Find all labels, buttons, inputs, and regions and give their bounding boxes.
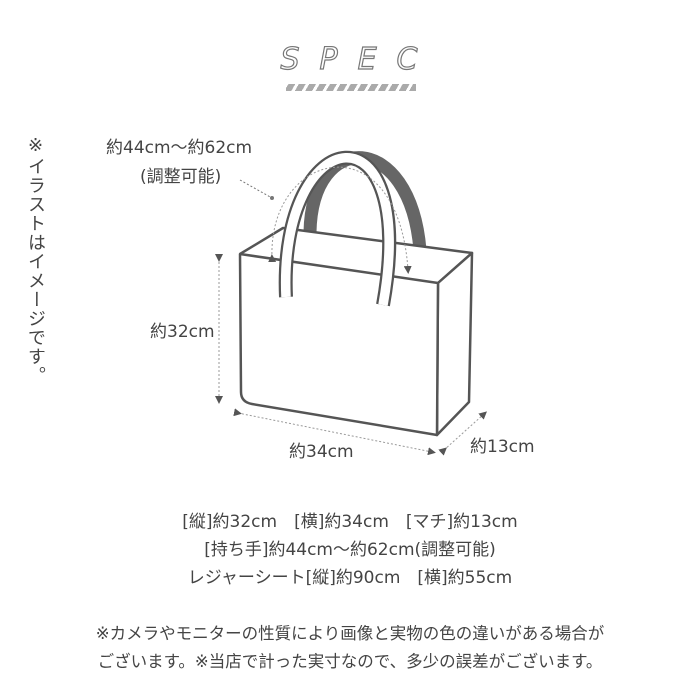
- disclaimer-line-1: ※カメラやモニターの性質により画像と実物の色の違いがある場合が: [95, 624, 605, 643]
- title-underline-stripe: [286, 84, 416, 91]
- disclaimer: ※カメラやモニターの性質により画像と実物の色の違いがある場合が ございます。※当…: [0, 620, 700, 676]
- bag-front: [238, 252, 440, 437]
- handle-leader-line: [239, 179, 273, 199]
- illustration-note: ※イラストはイメージです。: [25, 135, 46, 385]
- height-label: 約32cm: [150, 322, 215, 342]
- width-dimension-line: [233, 408, 436, 456]
- bag-side: [435, 251, 474, 437]
- spec-title: SPEC: [280, 41, 438, 77]
- spec-leisure-sheet: レジャーシート[縦]約90cm [横]約55cm: [187, 568, 513, 588]
- depth-label: 約13cm: [470, 437, 535, 457]
- spec-dimensions: [縦]約32cm [横]約34cm [マチ]約13cm: [182, 512, 518, 532]
- handle-adjustable-note: (調整可能): [140, 167, 222, 187]
- spec-list: [縦]約32cm [横]約34cm [マチ]約13cm [持ち手]約44cm〜約…: [0, 508, 700, 592]
- spec-handle: [持ち手]約44cm〜約62cm(調整可能): [204, 540, 496, 560]
- width-label: 約34cm: [289, 442, 354, 462]
- handle-length-label: 約44cm〜約62cm: [106, 138, 253, 158]
- handle-dimension-line: [268, 166, 412, 274]
- disclaimer-line-2: ございます。※当店で計った実寸なので、多少の誤差がございます。: [97, 652, 603, 671]
- depth-dimension-line: [438, 411, 487, 456]
